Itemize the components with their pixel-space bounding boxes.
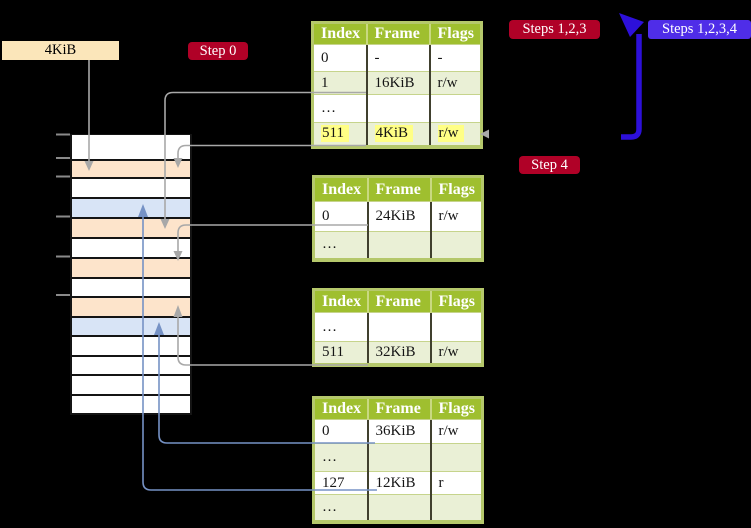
- table-cell: …: [313, 494, 368, 522]
- step0-text: Step 0: [199, 42, 237, 59]
- highlighted-value: 4KiB: [374, 125, 414, 143]
- table-cell: -: [365, 44, 430, 72]
- table-header-cell: Frame: [366, 289, 431, 313]
- table-cell: 1: [312, 71, 367, 95]
- steps123-text: Steps 1,2,3: [522, 21, 587, 37]
- table-cell: 24KiB: [366, 201, 431, 232]
- steps123-badge: Steps 1,2,3: [509, 20, 600, 39]
- memory-cell-blue: [72, 315, 190, 336]
- table-row: 511 4KiB r/w: [312, 122, 482, 147]
- table-row: …: [313, 312, 483, 342]
- table-cell: -: [428, 44, 482, 72]
- memory-cell-white: [72, 135, 190, 159]
- table-cell: [366, 494, 431, 522]
- memory-cell-white: [72, 237, 190, 258]
- memory-cell-orange: [72, 257, 190, 277]
- highlighted-value: 511: [321, 125, 349, 143]
- table-cell: 4KiB: [365, 122, 430, 147]
- big-step-arrow: [621, 34, 642, 140]
- table-cell: [429, 494, 483, 522]
- table-row: …: [313, 443, 483, 472]
- arrowhead-up-left-icon: [619, 13, 644, 37]
- table-header-cell: Flags: [429, 397, 483, 420]
- memory-cell-white: [72, 177, 190, 197]
- table-cell: 0: [313, 201, 368, 232]
- table-cell: …: [313, 231, 368, 260]
- steps1234-badge: Steps 1,2,3,4: [648, 20, 751, 39]
- table-cell: [429, 231, 483, 260]
- table-cell: 0: [313, 419, 368, 444]
- memory-cell-orange: [72, 295, 190, 316]
- table-cell: [366, 443, 431, 472]
- table-header-cell: Frame: [366, 176, 431, 202]
- table-cell: 32KiB: [366, 341, 431, 365]
- table-cell: …: [313, 312, 368, 342]
- table-row: …: [313, 231, 483, 260]
- table-header-cell: Flags: [429, 289, 483, 313]
- table-cell: …: [312, 94, 367, 123]
- table-cell: r/w: [429, 201, 483, 232]
- table-cell: 127: [313, 471, 368, 495]
- table-cell: 0: [312, 44, 367, 72]
- table-cell: 16KiB: [365, 71, 430, 95]
- steps1234-text: Steps 1,2,3,4: [662, 21, 737, 37]
- table-header-cell: Flags: [429, 176, 483, 202]
- table-header-cell: Index: [313, 289, 368, 313]
- table-header-cell: Frame: [365, 22, 430, 45]
- memory-cell-white: [72, 393, 190, 413]
- memory-cell-white: [72, 335, 190, 355]
- table-cell: r/w: [429, 341, 483, 365]
- table-row: …: [312, 94, 482, 123]
- table-row: 0--: [312, 44, 482, 72]
- physical-memory-column: [70, 134, 192, 415]
- table-cell: [366, 312, 431, 342]
- table-cell: r: [429, 471, 483, 495]
- table-cell: r/w: [428, 122, 482, 147]
- table-cell: [365, 94, 430, 123]
- memory-cell-blue: [72, 196, 190, 218]
- table-cell: …: [313, 443, 368, 472]
- step0-badge: Step 0: [188, 42, 248, 60]
- table-cell: [429, 443, 483, 472]
- table-cell: r/w: [428, 71, 482, 95]
- memory-cell-white: [72, 374, 190, 394]
- table-cell: 511: [313, 341, 368, 365]
- table-header-cell: Index: [313, 397, 368, 420]
- table-cell: [429, 312, 483, 342]
- table-cell: [428, 94, 482, 123]
- page-size-label: 4KiB: [2, 41, 119, 60]
- table-cell: 36KiB: [366, 419, 431, 444]
- page-size-text: 4KiB: [44, 42, 77, 58]
- memory-cell-white: [72, 276, 190, 296]
- table-header-cell: Frame: [366, 397, 431, 420]
- memory-cell-white: [72, 354, 190, 375]
- step4-text: Step 4: [531, 156, 568, 173]
- highlighted-value: r/w: [437, 125, 464, 143]
- table-cell: 511: [312, 122, 367, 147]
- memory-cell-orange: [72, 217, 190, 238]
- table-cell: 12KiB: [366, 471, 431, 495]
- table-header-cell: Index: [312, 22, 367, 45]
- table-row: …: [313, 494, 483, 522]
- table-header-cell: Flags: [428, 22, 482, 45]
- memory-cell-orange: [72, 159, 190, 178]
- table-cell: r/w: [429, 419, 483, 444]
- step4-badge: Step 4: [519, 156, 580, 174]
- table-cell: [366, 231, 431, 260]
- table-header-cell: Index: [313, 176, 368, 202]
